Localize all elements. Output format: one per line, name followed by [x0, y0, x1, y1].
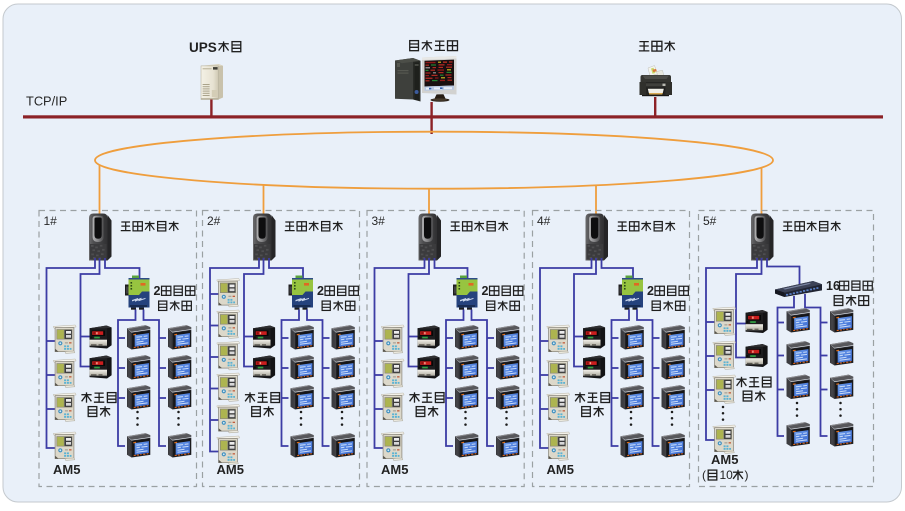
svg-text:2#: 2#: [207, 214, 221, 228]
svg-text:2: 2: [647, 284, 654, 298]
svg-text:TCP/IP: TCP/IP: [26, 94, 67, 109]
svg-text:AM5: AM5: [547, 462, 574, 477]
svg-text:10: 10: [720, 468, 734, 482]
svg-text:(: (: [702, 468, 706, 482]
svg-text:2: 2: [154, 284, 161, 298]
svg-text:AM5: AM5: [217, 462, 244, 477]
svg-text:5#: 5#: [703, 214, 717, 228]
svg-text:): ): [745, 468, 749, 482]
svg-text:3#: 3#: [372, 214, 386, 228]
svg-text:16: 16: [826, 279, 840, 293]
svg-text:UPS: UPS: [189, 40, 217, 55]
svg-text:4#: 4#: [537, 214, 551, 228]
svg-text:2: 2: [482, 284, 489, 298]
svg-text:2: 2: [317, 284, 324, 298]
svg-text:AM5: AM5: [711, 452, 738, 467]
svg-text:AM5: AM5: [381, 462, 408, 477]
svg-text:AM5: AM5: [53, 462, 80, 477]
svg-text:1#: 1#: [44, 214, 58, 228]
